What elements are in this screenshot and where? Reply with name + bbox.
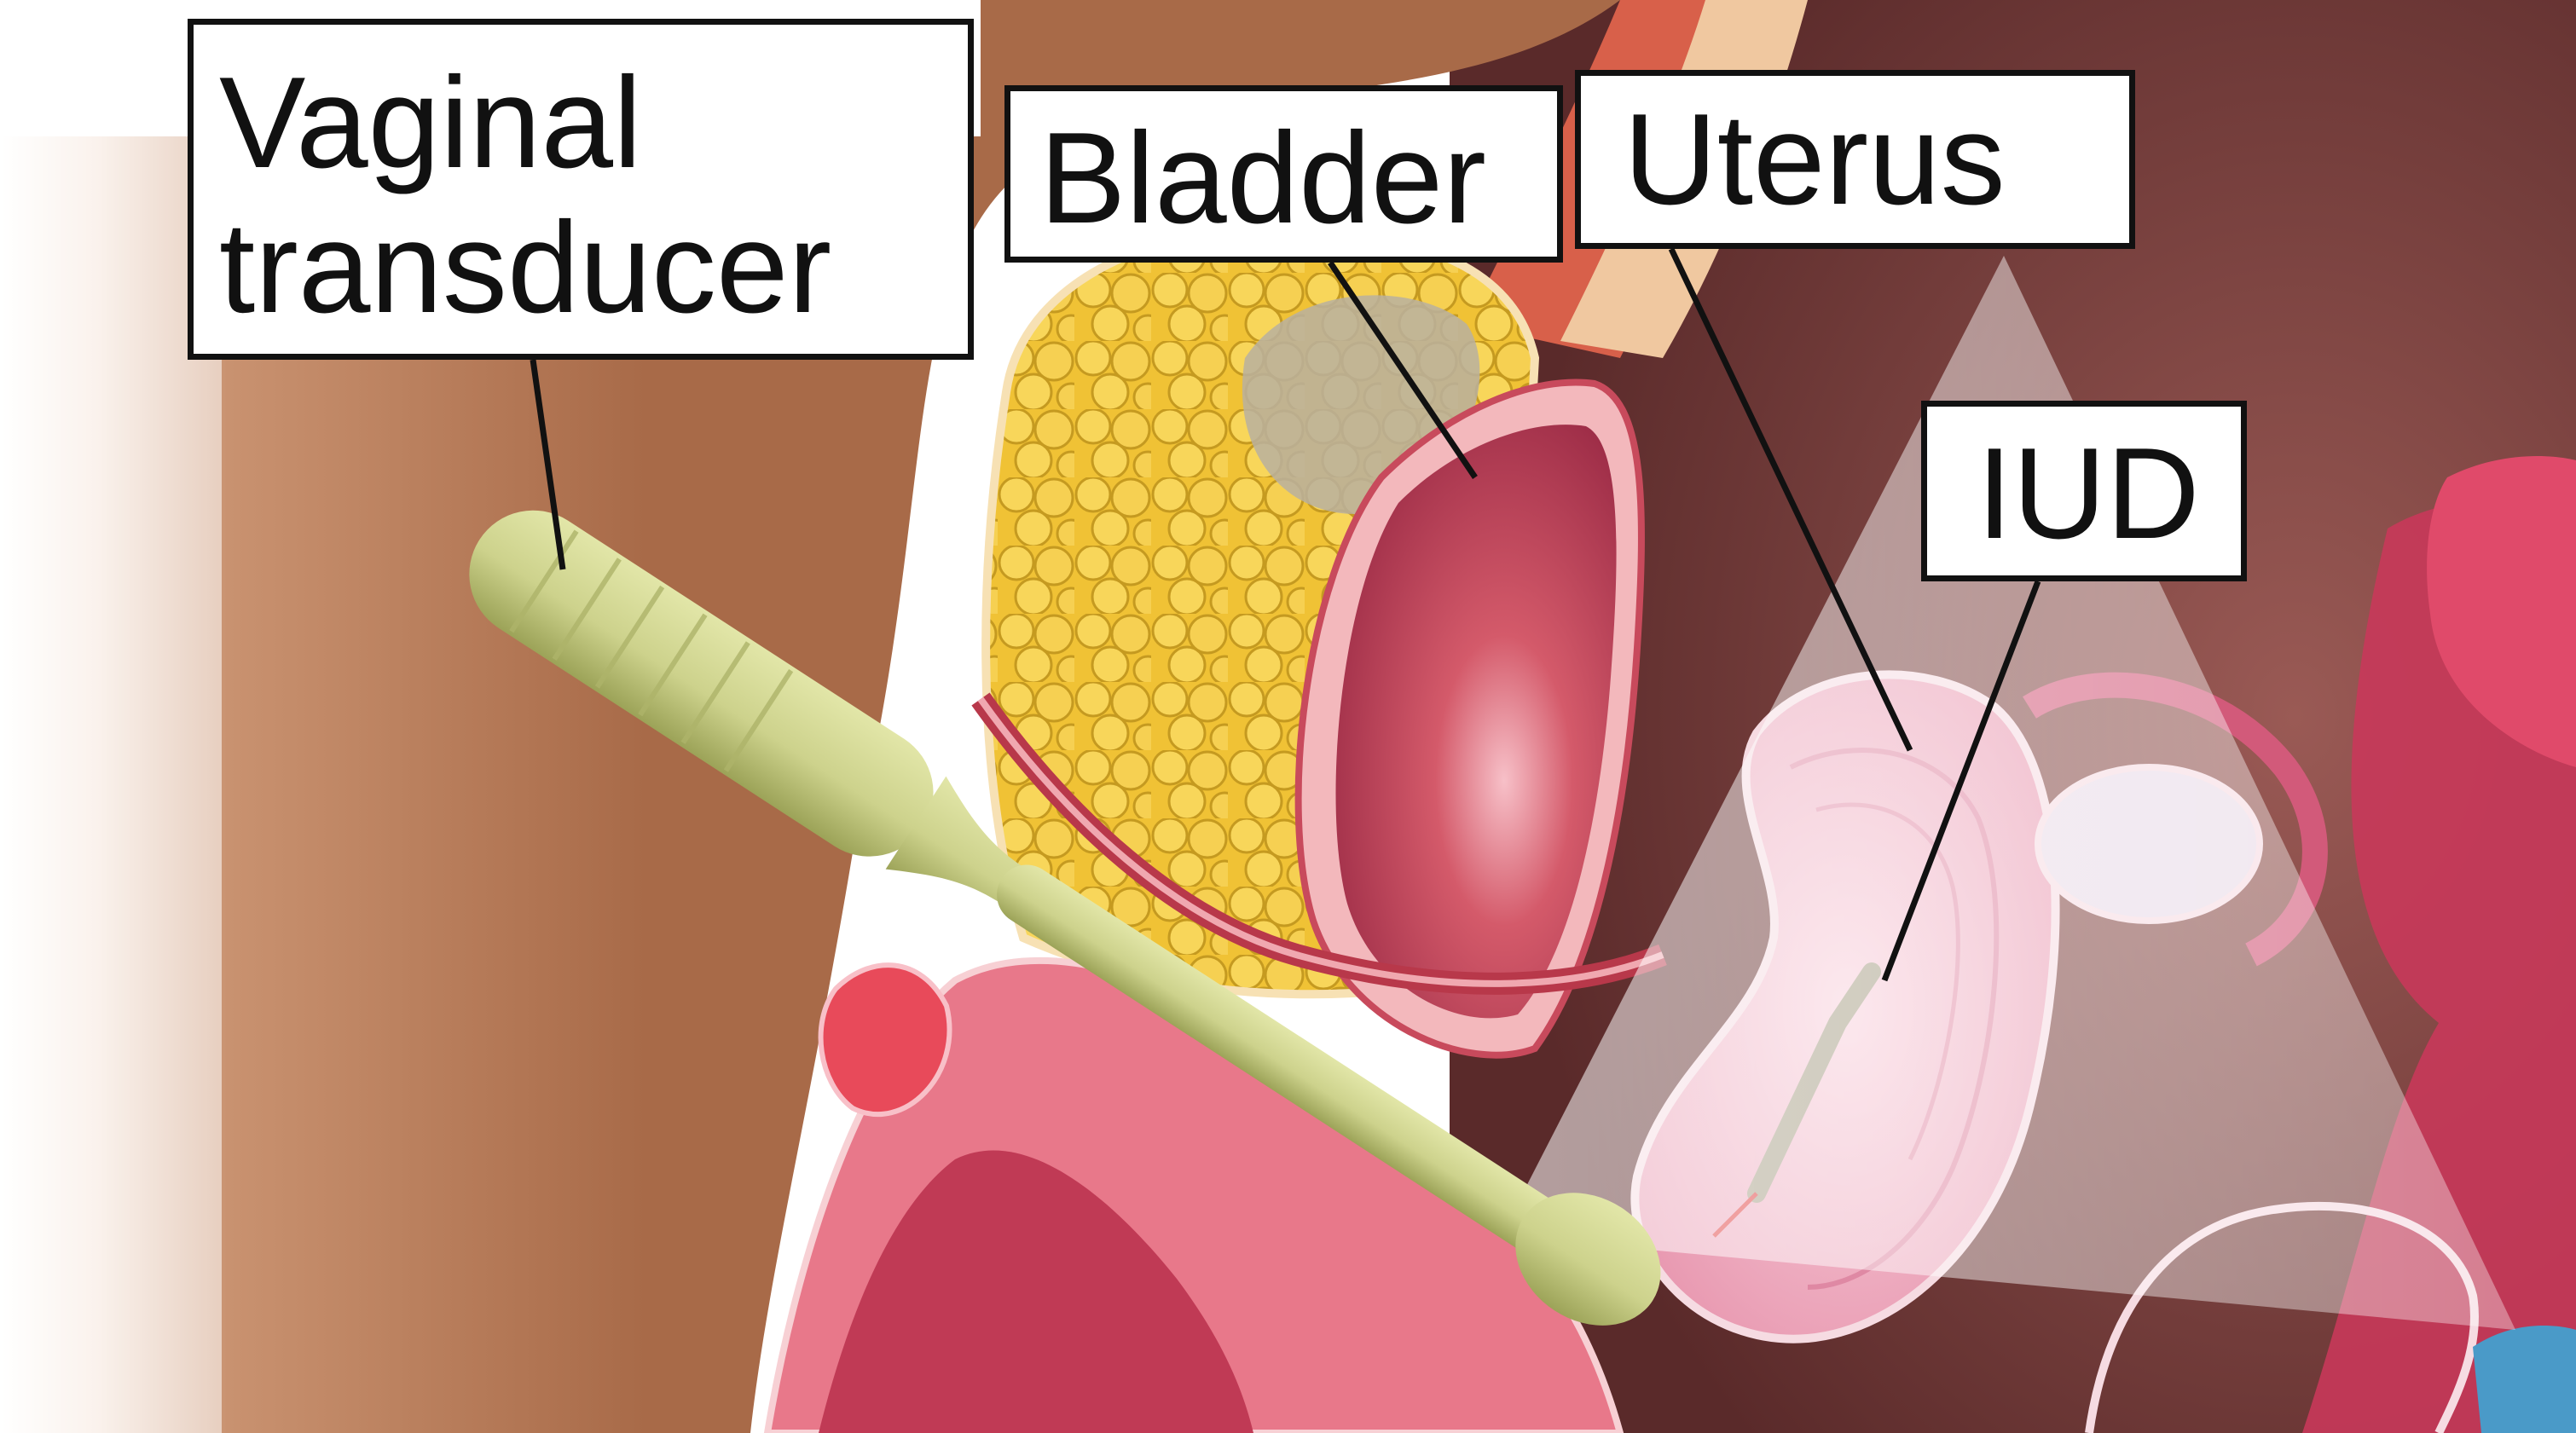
iud-label: IUD (1921, 401, 2247, 581)
bladder-label: Bladder (1004, 85, 1563, 263)
uterus-label: Uterus (1575, 70, 2135, 249)
uterus-label-text: Uterus (1624, 87, 2006, 232)
vaginal-transducer-label-line1: Vaginal (219, 50, 642, 195)
bladder-label-text: Bladder (1039, 106, 1486, 251)
vaginal-transducer-label-line2: transducer (219, 195, 832, 341)
vaginal-transducer-label: Vaginal transducer (188, 19, 974, 360)
iud-label-text: IUD (1977, 421, 2200, 566)
vaginal-transducer-leader-line (530, 359, 566, 570)
bladder-leader-line (1328, 261, 1478, 479)
iud-leader-line (1881, 580, 2041, 982)
uterus-leader-line (1668, 247, 1913, 752)
